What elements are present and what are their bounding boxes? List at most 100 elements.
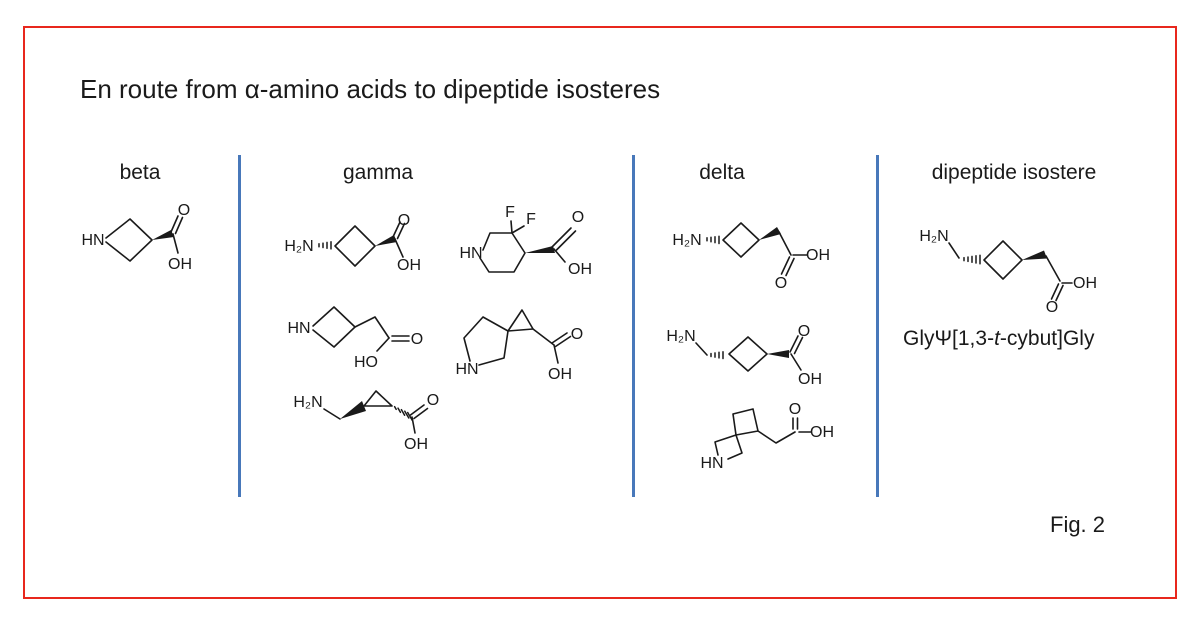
carbonyl-double-bond [1050, 283, 1064, 302]
column-divider-2 [632, 155, 635, 497]
hash-bond [318, 240, 332, 250]
molecule-azetidine-carboxylic-acid: HN O OH [81, 203, 192, 273]
isostere-name-pre: GlyΨ[1,3- [903, 327, 995, 350]
atom-label-hydroxyl: OH [404, 436, 428, 453]
molecule-aminomethyl-cyclobutane-carboxylic-acid: H₂N O OH [666, 323, 822, 388]
isostere-nomenclature: GlyΨ[1,3-t-cybut]Gly [903, 327, 1094, 351]
atom-label-carbonyl-o: O [798, 323, 810, 340]
azetidine-ring-bond [714, 434, 743, 460]
isostere-name-post: -cybut]Gly [999, 327, 1095, 350]
atom-label-hydroxyl: OH [568, 261, 592, 278]
column-label-dipeptide-isostere: dipeptide isostere [931, 161, 1097, 184]
molecule-isostere-aminomethyl-cyclobutane-acetic-acid: H₂N OH O [919, 228, 1097, 316]
wedge-bond [375, 235, 397, 246]
skeleton-bonds [312, 306, 410, 352]
atom-label-fluoro-1: F [505, 204, 515, 221]
atom-label-hydroxyl: OH [397, 257, 421, 274]
atom-label-carbonyl-o: O [1046, 299, 1058, 316]
atom-label-amine: HN [455, 361, 478, 378]
atom-label-carbonyl-o: O [411, 331, 423, 348]
skeleton-bonds [948, 240, 1073, 302]
skeleton-bonds [479, 220, 577, 273]
carbonyl-double-bond [409, 404, 429, 420]
figure-title: En route from α-amino acids to dipeptide… [80, 74, 661, 104]
chain-bond [778, 231, 792, 256]
hydroxyl-bond [172, 233, 179, 254]
ring-bond [334, 225, 376, 267]
atom-label-carbonyl-o: O [178, 203, 190, 219]
skeleton-bonds [323, 390, 429, 434]
atom-label-carbonyl-o: O [398, 212, 410, 229]
skeleton-bonds [714, 408, 812, 460]
atom-label-amine: H₂N [284, 238, 313, 255]
atom-label-hydroxyl: OH [168, 256, 192, 273]
atom-label-carbonyl-o: O [572, 209, 584, 226]
chain-bond [757, 430, 796, 444]
isostere-name-italic-t: t [994, 327, 1000, 350]
wedge-bond [759, 227, 781, 240]
carbonyl-double-bond [170, 215, 184, 235]
atom-label-hydroxyl: OH [1073, 275, 1097, 292]
ring-bond [983, 240, 1023, 280]
molecule-trans-aminocyclobutane-carboxylic-acid: H₂N O OH [284, 212, 421, 274]
hydroxyl-bond [376, 337, 390, 352]
carbonyl-double-bond [391, 335, 410, 342]
ring-bond [728, 336, 768, 372]
carbonyl-double-bond [392, 221, 406, 240]
top-ring-bond [732, 408, 759, 436]
hydroxyl-bond [553, 248, 566, 263]
cyclopropane-ring-bond [507, 309, 534, 332]
hydroxyl-bond [790, 353, 802, 371]
chain-bond [1045, 255, 1061, 282]
hash-bond [710, 350, 724, 360]
wedge-bond [767, 350, 789, 358]
skeleton-bonds [318, 221, 406, 267]
hydroxyl-bond [411, 416, 416, 434]
figure-caption: Fig. 2 [1050, 512, 1106, 537]
atom-label-hydroxyl: OH [806, 247, 830, 264]
atom-label-amine: H₂N [666, 328, 695, 345]
skeleton-bonds [463, 309, 572, 366]
carbonyl-double-bond [789, 335, 804, 355]
ring-bond [479, 232, 526, 273]
atom-label-fluoro-2: F [526, 211, 536, 228]
atom-label-carbonyl-o: O [427, 392, 439, 409]
molecule-aminocyclobutane-acetic-acid: H₂N OH O [672, 222, 830, 292]
ring-bond [722, 222, 760, 258]
molecule-aminomethyl-cyclopropane-carboxylic-acid: H₂N O OH [293, 390, 439, 453]
atom-label-carbonyl-o: O [571, 326, 583, 343]
molecule-azaspiro33heptanyl-acetic-acid: HN O OH [700, 401, 834, 472]
chain-bond [354, 316, 390, 339]
atom-label-amine: H₂N [293, 394, 322, 411]
amine-chain-bond [323, 408, 341, 420]
ring-bond [312, 306, 356, 348]
atom-label-hydroxyl: HO [354, 354, 378, 371]
atom-label-hydroxyl: OH [798, 371, 822, 388]
column-label-beta: beta [119, 161, 161, 184]
atom-label-amine: HN [287, 320, 310, 337]
column-divider-1 [238, 155, 241, 497]
atom-label-hydroxyl: OH [810, 424, 834, 441]
atom-label-amine: HN [459, 245, 482, 262]
amine-chain-bond [695, 342, 708, 356]
atom-label-carbonyl-o: O [775, 275, 787, 292]
wedge-bond [340, 401, 366, 419]
skeleton-bonds [706, 222, 808, 277]
atom-label-carbonyl-o: O [789, 401, 801, 418]
hash-bond [963, 254, 981, 265]
fluoro-bonds [510, 220, 525, 234]
amine-chain-bond [948, 242, 960, 259]
molecule-azaspiro24heptane-carboxylic-acid: HN O OH [455, 309, 583, 383]
pyrrolidine-ring-bond [463, 316, 509, 366]
chain-bond [532, 328, 555, 346]
hydroxyl-bond [553, 344, 559, 364]
ring-bond [105, 218, 153, 262]
wedge-bond [1022, 250, 1047, 260]
molecule-azetidinyl-acetic-acid: HN O HO [287, 306, 423, 371]
column-label-delta: delta [699, 161, 745, 184]
hydroxyl-bond [394, 238, 404, 258]
atom-label-hydroxyl: OH [548, 366, 572, 383]
hash-bond [393, 405, 414, 422]
figure-border [23, 26, 1177, 599]
